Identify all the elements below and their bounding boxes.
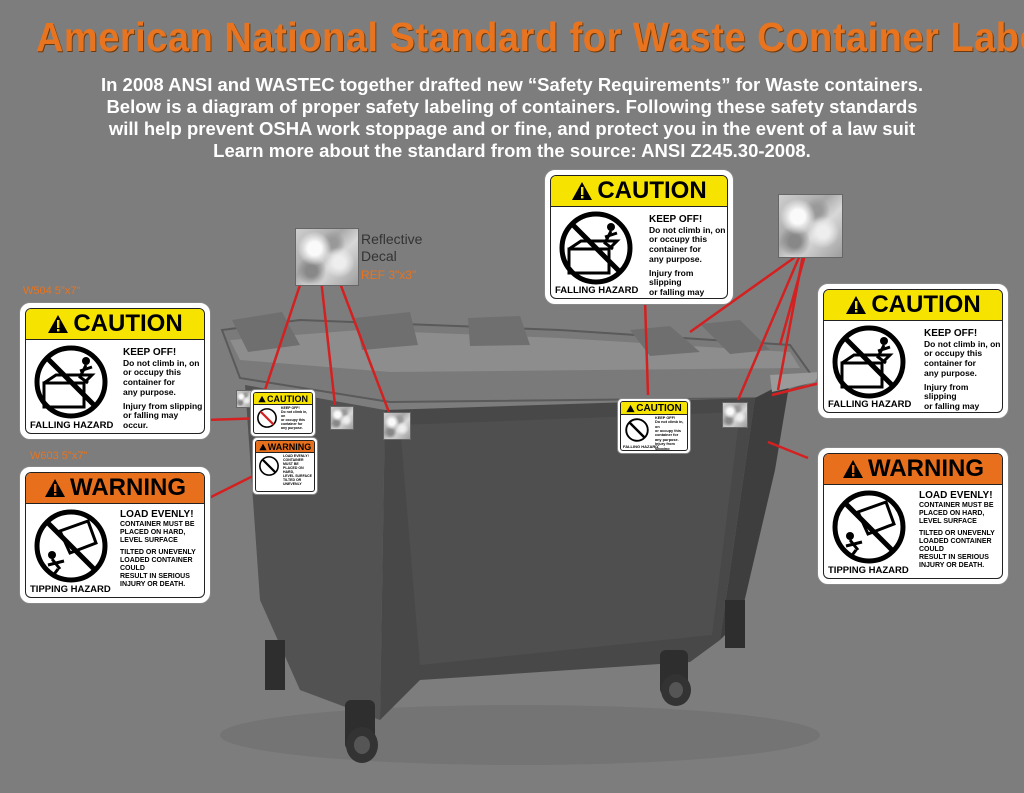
warning-text-block: LOAD EVENLY! CONTAINER MUST BE PLACED ON… [120,509,196,588]
hazard-label: FALLING HAZARD [30,420,114,431]
no-climbing-icon [625,418,649,442]
intro-line: Below is a diagram of proper safety labe… [106,96,918,117]
caution-label: CAUTION FALLING HAZARD KEEP OFF! Do not … [20,303,210,439]
reflective-decal-on-bin [722,402,748,428]
reflective-decal-sample [295,228,359,286]
reflective-decal-sample [778,194,843,258]
warning-triangle-icon [846,296,867,314]
caution-text-block: KEEP OFF! Do not climb in, on or occupy … [924,328,1001,412]
hazard-label: FALLING HAZARD [555,285,639,296]
caution-header: CAUTION [824,290,1002,321]
caution-size-label: W504 5"x7" [23,285,81,297]
warning-size-label: W603 5"x7" [30,450,88,462]
warning-label: WARNING TIPPING HAZARD LOAD EVENLY! CONT… [818,448,1008,584]
intro-line: will help prevent OSHA work stoppage and… [108,118,916,139]
warning-text-block: LOAD EVENLY! CONTAINER MUST BE PLACED ON… [919,490,995,569]
tipping-hazard-icon [259,456,279,476]
caution-text-block: KEEP OFF! Do not climb in, on or occupy … [123,347,203,431]
caution-label: CAUTION FALLING HAZARD KEEP OFF! Do not … [818,284,1008,418]
warning-header: WARNING [824,454,1002,485]
warning-header: WARNING [26,473,204,504]
warning-triangle-icon [259,443,267,450]
no-climbing-icon [257,408,277,428]
warning-triangle-icon [48,315,69,333]
intro-paragraph: In 2008 ANSI and WASTEC together drafted… [20,74,1004,162]
decal-size-label: REF 3"x3" [361,268,417,282]
caution-text-block: KEEP OFF! Do not climb in, on or occupy … [649,214,726,298]
reflective-decal-on-bin [236,390,252,408]
hazard-label: TIPPING HAZARD [828,565,909,576]
warning-triangle-icon [258,395,266,402]
tipping-hazard-icon [34,509,108,583]
warning-label: WARNING TIPPING HAZARD LOAD EVENLY! CONT… [20,467,210,603]
caution-header: CAUTION [551,176,727,207]
warning-triangle-icon [626,404,635,412]
caution-label-on-bin: CAUTION KEEP OFF! Do not climb in, on or… [251,390,315,436]
reflective-decal-on-bin [330,406,354,430]
warning-triangle-icon [843,460,863,478]
no-climbing-icon [832,325,906,399]
tipping-hazard-icon [832,490,906,564]
warning-label-on-bin: WARNING LOAD EVENLY! CONTAINER MUST BE P… [253,438,317,494]
intro-line: In 2008 ANSI and WASTEC together drafted… [100,74,924,95]
reflective-decal-label: Reflective Decal [361,231,423,264]
no-climbing-icon [559,211,633,285]
page-title: American National Standard for Waste Con… [35,14,1024,60]
leader-lines [204,253,821,502]
no-climbing-icon [34,345,108,419]
warning-triangle-icon [572,182,593,200]
caution-label: CAUTION FALLING HAZARD KEEP OFF! Do not … [545,170,733,304]
caution-label-on-bin: CAUTION KEEP OFF! Do not climb in, on or… [618,399,690,453]
reflective-decal-on-bin [383,412,411,440]
hazard-label: TIPPING HAZARD [30,584,111,595]
hazard-label: FALLING HAZARD [828,399,912,410]
caution-header: CAUTION [26,309,204,340]
warning-triangle-icon [45,479,65,497]
intro-line: Learn more about the standard from the s… [213,140,811,161]
